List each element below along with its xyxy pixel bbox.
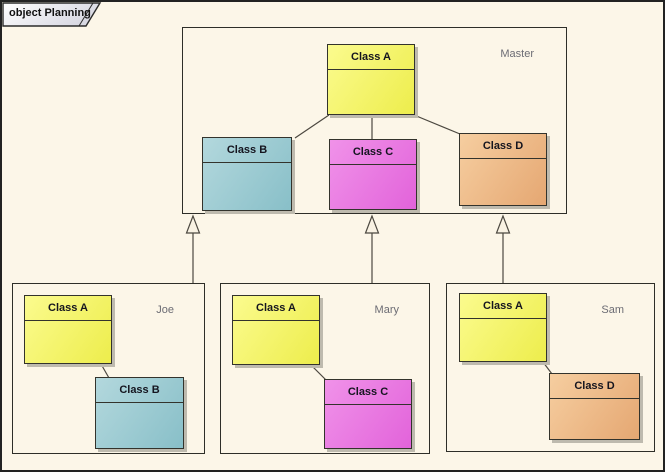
- frame-mary-label: Mary: [374, 304, 399, 316]
- class-body-compartment: [460, 319, 546, 361]
- class-box-mary-class-a[interactable]: Class A: [232, 295, 320, 365]
- association-joe-a-b[interactable]: [100, 363, 110, 379]
- generalization-sam-master[interactable]: [495, 214, 511, 283]
- tab-fold-line: [78, 2, 94, 27]
- class-body-compartment: [25, 321, 111, 363]
- class-box-master-class-a[interactable]: Class A: [327, 44, 415, 115]
- class-body-compartment: [460, 159, 546, 205]
- class-body-compartment: [96, 403, 183, 448]
- generalization-joe-master[interactable]: [185, 214, 201, 283]
- class-name: Class A: [328, 45, 414, 70]
- class-name: Class A: [25, 296, 111, 321]
- diagram-title: object Planning: [9, 7, 91, 19]
- class-box-master-class-b[interactable]: Class B: [202, 137, 292, 211]
- class-body-compartment: [328, 70, 414, 114]
- class-name: Class A: [233, 296, 319, 321]
- generalization-arrowhead: [495, 214, 511, 234]
- generalization-arrowhead: [364, 214, 380, 234]
- frame-sam[interactable]: Sam: [446, 283, 655, 452]
- class-name: Class C: [325, 380, 411, 405]
- association-master-a-b[interactable]: [294, 114, 330, 139]
- frame-joe-label: Joe: [156, 304, 174, 316]
- association-master-a-d[interactable]: [413, 114, 461, 135]
- class-box-joe-class-a[interactable]: Class A: [24, 295, 112, 364]
- generalization-mary-master[interactable]: [364, 214, 380, 283]
- class-body-compartment: [233, 321, 319, 364]
- frame-master[interactable]: Master: [182, 27, 567, 214]
- tab-shape: [2, 2, 102, 27]
- frame-mary[interactable]: Mary: [220, 283, 430, 454]
- class-body-compartment: [325, 405, 411, 448]
- class-name: Class B: [96, 378, 183, 403]
- frame-sam-label: Sam: [601, 304, 624, 316]
- class-body-compartment: [203, 163, 291, 210]
- class-body-compartment: [550, 399, 639, 439]
- class-name: Class B: [203, 138, 291, 163]
- class-box-joe-class-b[interactable]: Class B: [95, 377, 184, 449]
- association-sam-a-d[interactable]: [542, 361, 553, 375]
- class-box-master-class-d[interactable]: Class D: [459, 133, 547, 206]
- frame-master-label: Master: [500, 48, 534, 60]
- class-name: Class C: [330, 140, 416, 165]
- class-name: Class A: [460, 294, 546, 319]
- class-box-sam-class-a[interactable]: Class A: [459, 293, 547, 362]
- diagram-tab: [2, 2, 102, 27]
- class-name: Class D: [460, 134, 546, 159]
- generalization-arrowhead: [185, 214, 201, 234]
- frame-joe[interactable]: Joe: [12, 283, 205, 454]
- class-box-master-class-c[interactable]: Class C: [329, 139, 417, 210]
- class-box-sam-class-d[interactable]: Class D: [549, 373, 640, 440]
- association-mary-a-c[interactable]: [310, 364, 327, 381]
- class-name: Class D: [550, 374, 639, 399]
- class-box-mary-class-c[interactable]: Class C: [324, 379, 412, 449]
- class-body-compartment: [330, 165, 416, 209]
